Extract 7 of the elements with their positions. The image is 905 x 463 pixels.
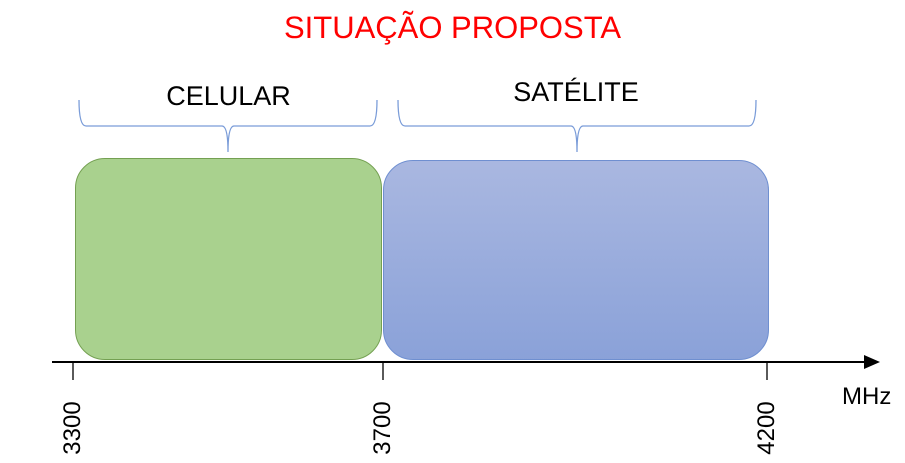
group-heading: CELULAR xyxy=(166,80,291,112)
group-heading: SATÉLITE xyxy=(513,76,639,108)
tick-label: 3700 xyxy=(369,400,397,457)
tick-label: 4200 xyxy=(753,400,781,457)
unit-label: MHz xyxy=(842,383,892,411)
tick-label: 3300 xyxy=(59,400,87,457)
title: SITUAÇÃO PROPOSTA xyxy=(284,10,622,46)
